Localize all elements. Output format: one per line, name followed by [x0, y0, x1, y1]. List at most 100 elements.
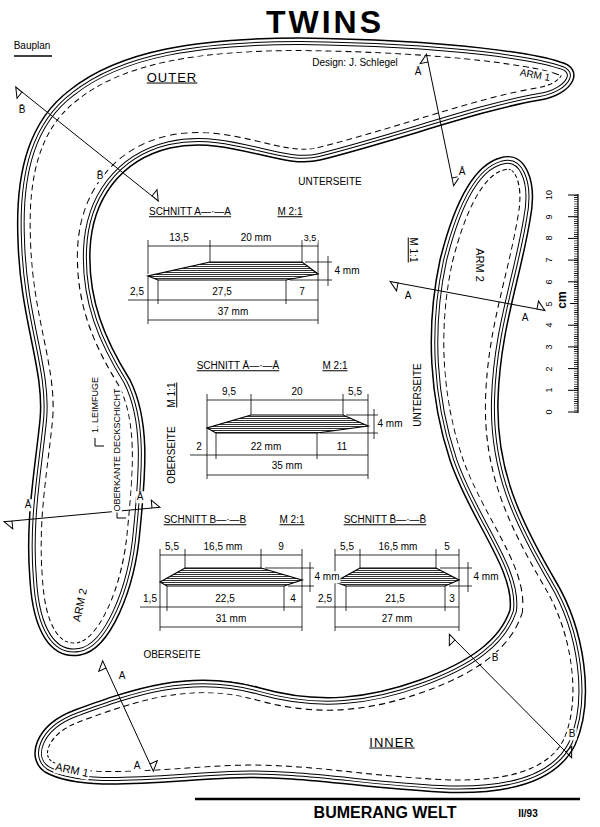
- section-lines: [12, 62, 566, 764]
- cross-section: [316, 549, 472, 631]
- dimension: 7: [298, 286, 306, 298]
- section-line: [12, 508, 152, 521]
- cross-section: [140, 549, 314, 631]
- section-line: [428, 62, 452, 178]
- section-marker: B̄: [18, 104, 27, 116]
- section-marker: Ā: [458, 166, 467, 178]
- dimension: 5,5: [339, 541, 355, 553]
- section-marker: B: [491, 652, 500, 664]
- outline: [35, 157, 585, 793]
- ruler-number: 10: [544, 189, 554, 201]
- layer-note: OBERKANTE DECKSCHICHT: [112, 387, 122, 512]
- designer-note: Design: J. Schlegel: [311, 57, 399, 69]
- section-marker: A: [118, 670, 127, 682]
- dimension-line: [335, 627, 459, 628]
- plan-label: Bauplan: [13, 40, 52, 52]
- inner-boomerang: [35, 157, 585, 793]
- dimension: 11: [336, 441, 348, 453]
- dimension: 1,5: [142, 593, 158, 605]
- ruler-unit: cm: [556, 290, 570, 309]
- drawing-title: TWINS: [265, 4, 385, 41]
- dimension-line: [335, 555, 459, 556]
- dimension-line: [468, 562, 469, 592]
- part-name: INNER: [368, 736, 415, 751]
- dimension: 4 mm: [377, 418, 404, 430]
- side-label: UNTERSEITE: [412, 362, 424, 427]
- cross-section: [190, 394, 378, 479]
- dimension: 2,5: [317, 593, 333, 605]
- profile: [335, 568, 459, 586]
- side-label: OBERSEITE: [142, 649, 201, 661]
- dimension-line: [207, 400, 368, 401]
- dimension: 5: [443, 541, 451, 553]
- dimension: 5,5: [164, 541, 180, 553]
- dimension: 27 mm: [381, 613, 414, 625]
- dimension-line: [190, 455, 368, 456]
- dimension: 37 mm: [217, 306, 250, 318]
- ruler-number: 0: [544, 408, 554, 415]
- dimension: 22 mm: [250, 441, 283, 453]
- dimension: 3,5: [303, 233, 318, 243]
- section-marker: Ā: [24, 499, 33, 511]
- dashed-contour: [35, 157, 585, 793]
- dimension: 3: [448, 593, 456, 605]
- dimension: 27,5: [211, 286, 232, 298]
- section-marker: A: [521, 312, 530, 324]
- dimension: 20: [290, 386, 303, 398]
- profile: [160, 568, 302, 586]
- profile: [207, 415, 368, 433]
- dimension: 35 mm: [271, 460, 304, 472]
- ruler-number: 2: [544, 365, 554, 372]
- section-marker: Ā: [136, 491, 145, 503]
- ruler-number: 9: [544, 213, 554, 220]
- dimension: 22,5: [214, 593, 235, 605]
- dimension: 4 mm: [473, 571, 500, 583]
- part-name: OUTER: [146, 71, 199, 86]
- scale-label: M 1:1: [407, 236, 419, 263]
- ruler-number: 8: [544, 235, 554, 242]
- dimension-line: [316, 607, 459, 608]
- scale-label: M 2:1: [321, 360, 348, 372]
- side-label: OBERSEITE: [166, 425, 178, 484]
- dimension-line: [207, 475, 368, 476]
- scale-label: M 1:1: [166, 381, 178, 408]
- dimension: 2,5: [129, 286, 145, 298]
- side-label: UNTERSEITE: [297, 176, 362, 188]
- arm-label: ARM 2: [474, 247, 487, 283]
- dimension: 4 mm: [314, 571, 341, 583]
- dimension: 9: [277, 541, 285, 553]
- dimension: 5,5: [347, 386, 363, 398]
- dimension: 4: [289, 593, 297, 605]
- footer-rule: [195, 798, 580, 801]
- dimension: 4 mm: [334, 265, 361, 277]
- dimension: 16,5 mm: [378, 541, 419, 553]
- dimension-line: [160, 627, 302, 628]
- ruler-number: 4: [544, 322, 554, 329]
- section-marker: A: [404, 290, 413, 302]
- inner-body: [35, 157, 585, 793]
- dimension-line: [128, 300, 318, 301]
- dimension: 2: [195, 441, 203, 453]
- section-title: SCHNITT Ā—·—Ā: [196, 360, 281, 372]
- dimension: 31 mm: [215, 613, 248, 625]
- section-marker: B: [568, 728, 577, 740]
- section-line: [22, 92, 152, 196]
- cross-section: [128, 240, 332, 324]
- underline: [14, 55, 52, 57]
- dimension-line: [148, 246, 318, 247]
- dimension: 21,5: [384, 593, 405, 605]
- scale-label: M 2:1: [278, 514, 305, 526]
- dimension: 9,5: [221, 386, 237, 398]
- ruler-number: 7: [544, 257, 554, 264]
- dimension-line: [140, 607, 302, 608]
- dimension: 16,5 mm: [203, 541, 244, 553]
- dimension-line: [328, 256, 329, 286]
- section-line: [106, 668, 150, 764]
- section-line: [455, 640, 566, 752]
- dimension-line: [148, 320, 318, 321]
- layer-note: 1. LEIMFUGE: [90, 376, 100, 434]
- ruler-number: 1: [544, 387, 554, 394]
- section-title: SCHNITT B—·—B: [163, 514, 248, 526]
- dimension-line: [310, 562, 311, 592]
- publisher-name: BUMERANG WELT: [313, 804, 458, 822]
